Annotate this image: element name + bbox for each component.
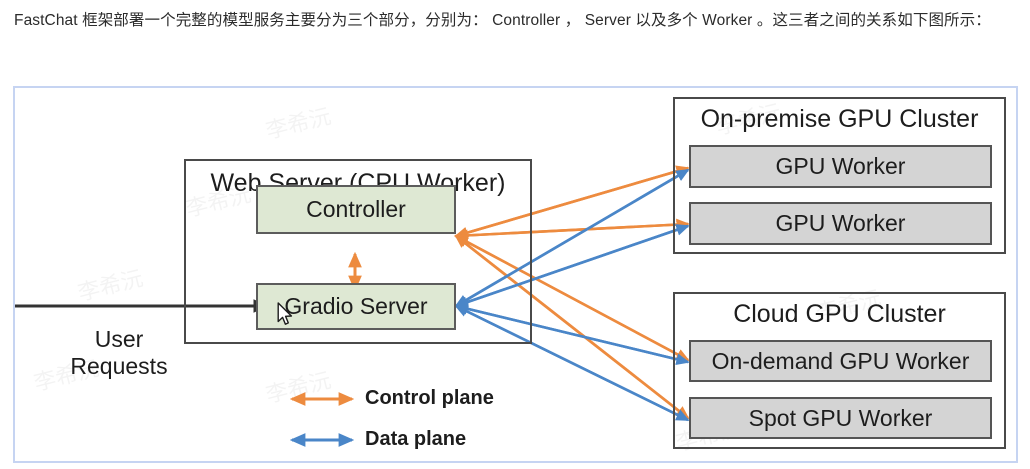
diagram-connectors — [15, 165, 690, 447]
legend-control-plane-label: Control plane — [365, 387, 494, 409]
user-requests-line-2: Requests — [70, 353, 168, 379]
spot-gpu-worker[interactable]: Spot GPU Worker — [689, 397, 992, 439]
controller-label: Controller — [306, 196, 406, 222]
on-premise-gpu-worker-1[interactable]: GPU Worker — [689, 145, 992, 188]
on-premise-cluster-title: On-premise GPU Cluster — [700, 105, 979, 133]
intro-paragraph: FastChat 框架部署一个完整的模型服务主要分为三个部分，分别为： Cont… — [14, 12, 991, 29]
legend-data-plane-label: Data plane — [365, 428, 467, 450]
cloud-cluster-box — [673, 292, 1006, 449]
on-demand-gpu-worker-label: On-demand GPU Worker — [711, 347, 970, 374]
on-premise-gpu-worker-1-label: GPU Worker — [775, 153, 906, 179]
user-requests-line-1: User — [94, 326, 144, 352]
on-demand-gpu-worker[interactable]: On-demand GPU Worker — [689, 340, 992, 382]
gradio-server-node[interactable]: Gradio Server — [256, 283, 456, 330]
controller-node[interactable]: Controller — [256, 185, 456, 234]
on-premise-gpu-worker-2-label: GPU Worker — [775, 210, 906, 236]
spot-gpu-worker-label: Spot GPU Worker — [748, 404, 933, 431]
cloud-cluster-title: Cloud GPU Cluster — [733, 300, 946, 328]
gradio-server-label: Gradio Server — [284, 293, 428, 319]
user-requests-label: User Requests — [56, 326, 182, 380]
architecture-diagram: 李希沅 李希沅 李希沅 李希沅 李希沅 李希沅 李希沅 李希沅 — [13, 86, 1018, 463]
on-premise-gpu-worker-2[interactable]: GPU Worker — [689, 202, 992, 245]
on-premise-cluster-box — [673, 97, 1006, 254]
web-server-group-box — [184, 159, 532, 344]
